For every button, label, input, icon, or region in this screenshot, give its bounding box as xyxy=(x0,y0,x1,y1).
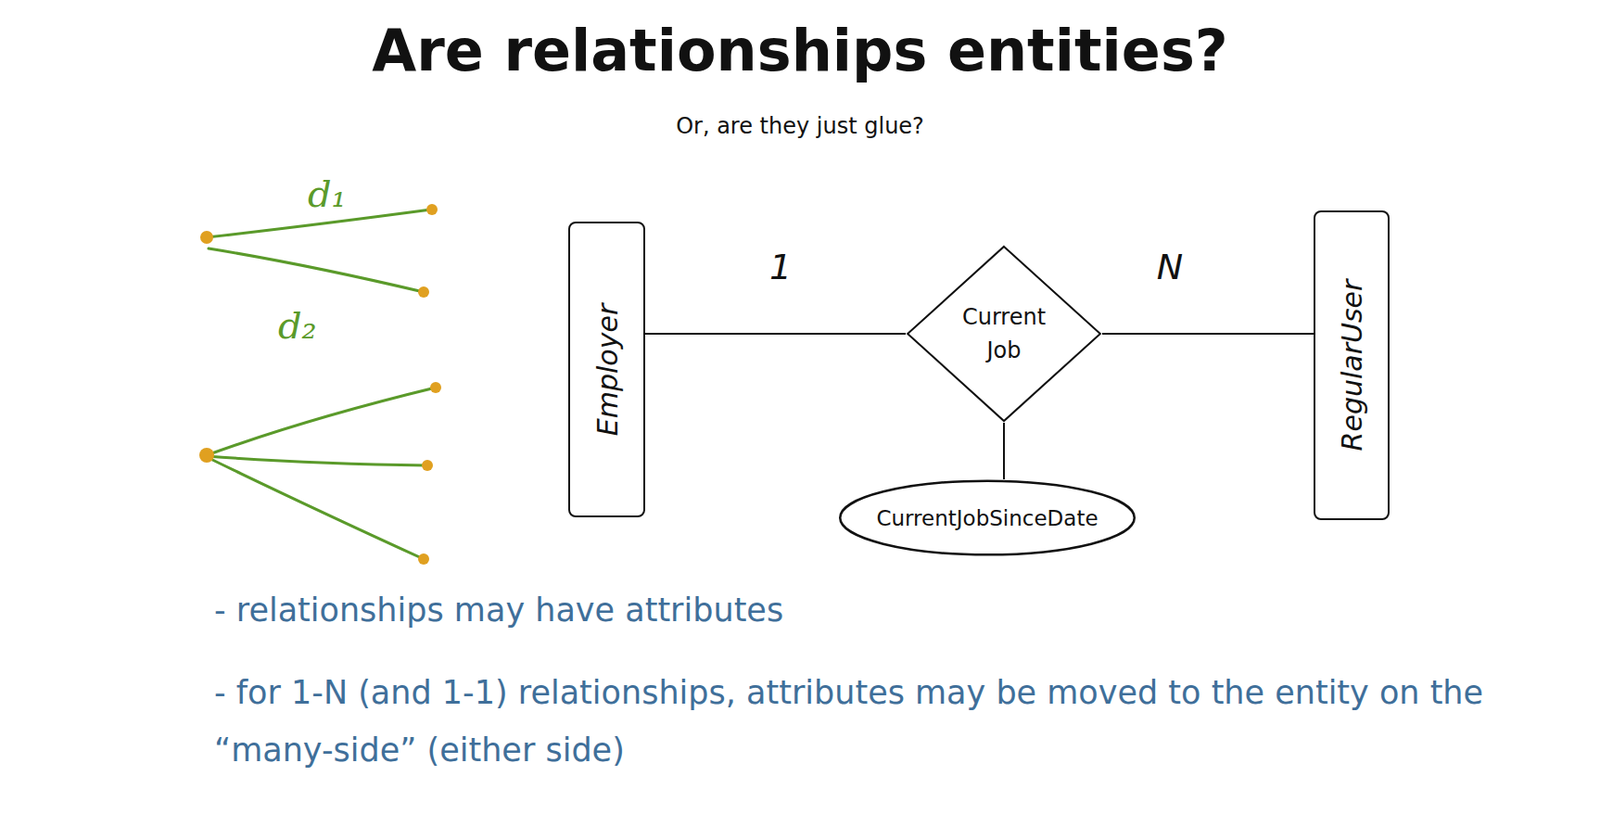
dot xyxy=(200,230,214,244)
title: Are relationships entities? xyxy=(0,16,1600,85)
sketch-line xyxy=(206,387,436,456)
diamond-shape xyxy=(907,246,1101,421)
sketch-line xyxy=(208,248,424,293)
node-text: RegularUser xyxy=(1335,279,1369,452)
relationship-diamond: Current Job xyxy=(905,244,1103,423)
attribute-ellipse: CurrentJobSinceDate xyxy=(837,479,1138,557)
node-text: Employer xyxy=(590,303,623,435)
entity-box: RegularUser xyxy=(1313,210,1390,521)
connector xyxy=(1003,422,1005,480)
cardinality-label: 1 xyxy=(767,246,794,288)
node-text: CurrentJobSinceDate xyxy=(876,506,1098,531)
dot xyxy=(426,203,438,216)
dot xyxy=(418,286,430,298)
dot xyxy=(430,381,442,394)
distance-label: d₂ xyxy=(278,304,318,347)
green-sketch xyxy=(206,209,436,559)
sketch-line xyxy=(206,457,424,559)
note: - for 1-N (and 1-1) relationships, attri… xyxy=(214,663,1522,779)
dot xyxy=(421,459,433,471)
dot xyxy=(418,553,430,565)
ellipse-shape xyxy=(839,481,1135,556)
node-text: Current Job xyxy=(959,300,1049,368)
diamond-outline xyxy=(905,244,1103,423)
entity-box: Employer xyxy=(568,221,646,518)
subtitle: Or, are they just glue? xyxy=(0,113,1600,140)
dot xyxy=(199,447,215,463)
connector xyxy=(1102,332,1314,335)
note: - relationships may have attributes xyxy=(214,591,1512,629)
distance-label: d₁ xyxy=(307,172,347,216)
cardinality-label: N xyxy=(1155,246,1185,288)
orange-dots xyxy=(199,203,442,565)
connector xyxy=(645,332,906,335)
sketch-line xyxy=(206,456,427,466)
